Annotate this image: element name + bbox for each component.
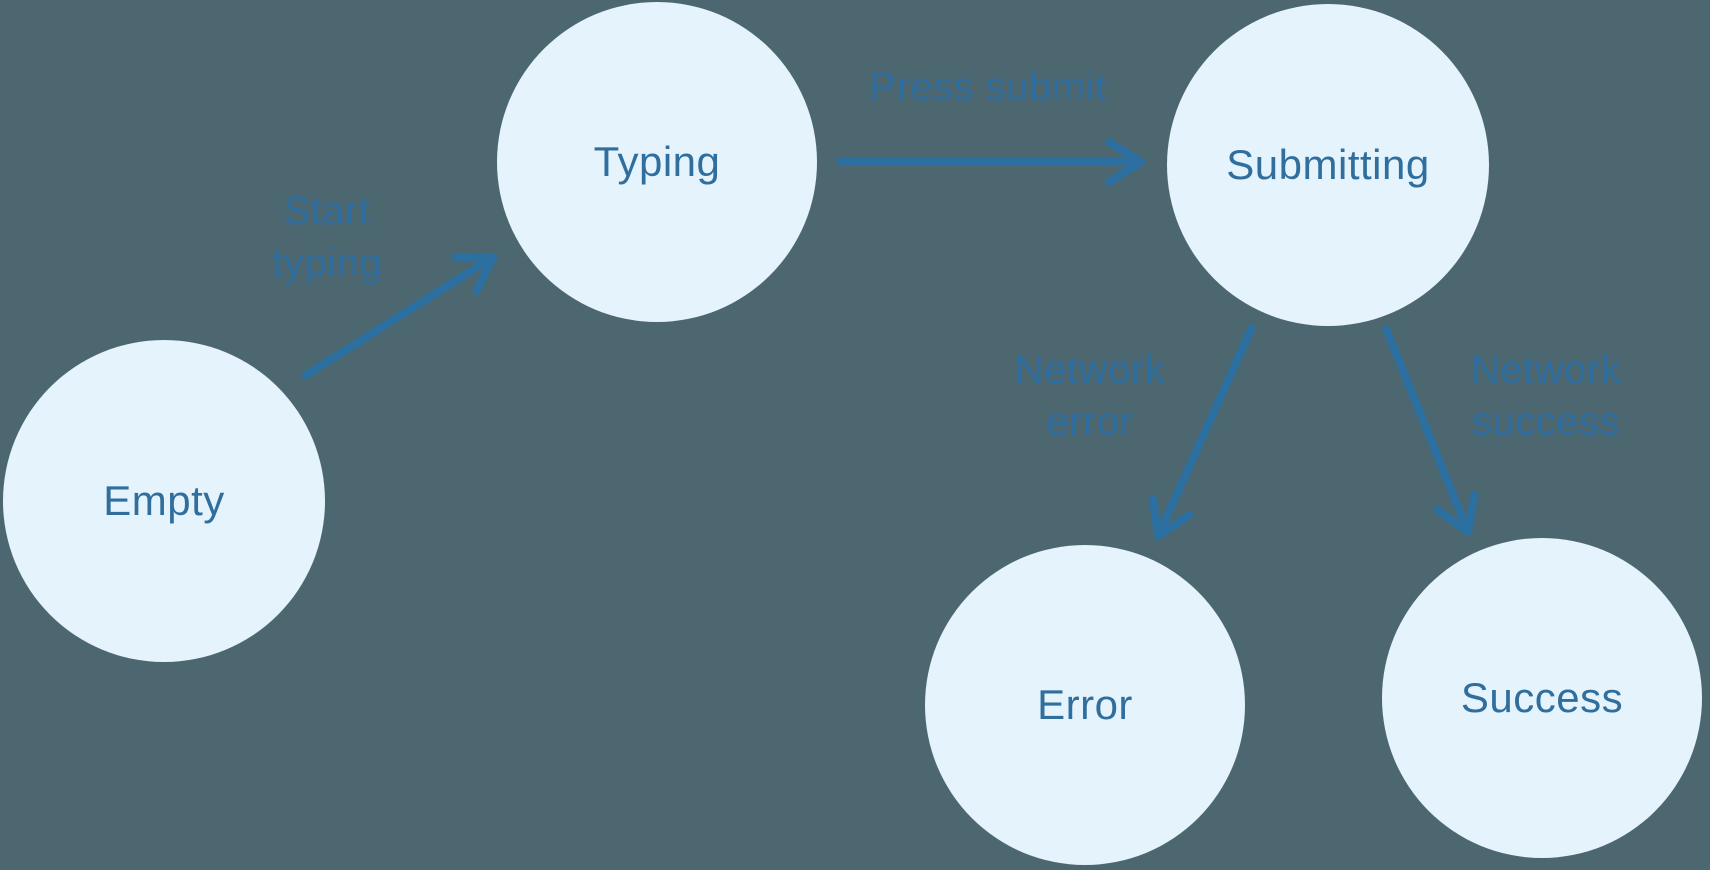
state-label-empty: Empty bbox=[103, 477, 225, 524]
state-node-error: Error bbox=[925, 545, 1245, 865]
edge-label-press-submit: Press submit bbox=[808, 61, 1168, 113]
edge-label-line: Start bbox=[283, 189, 371, 233]
edge-label-line: Press submit bbox=[869, 65, 1107, 109]
state-node-empty: Empty bbox=[3, 340, 325, 662]
edge-label-network-error: Network error bbox=[940, 344, 1240, 448]
state-label-submitting: Submitting bbox=[1226, 141, 1430, 188]
state-node-typing: Typing bbox=[497, 2, 817, 322]
edge-label-line: success bbox=[1472, 400, 1620, 444]
edge-label-network-success: Network success bbox=[1396, 344, 1696, 448]
state-node-submitting: Submitting bbox=[1167, 4, 1489, 326]
state-label-typing: Typing bbox=[593, 138, 721, 185]
edge-label-start-typing: Start typing bbox=[177, 185, 477, 289]
edge-label-line: error bbox=[1046, 400, 1134, 444]
state-label-error: Error bbox=[1037, 681, 1133, 728]
edge-label-line: Network bbox=[1470, 348, 1622, 392]
state-node-success: Success bbox=[1382, 538, 1702, 858]
state-label-success: Success bbox=[1460, 674, 1624, 721]
edge-label-line: Network bbox=[1014, 348, 1166, 392]
edge-label-line: typing bbox=[272, 241, 382, 285]
